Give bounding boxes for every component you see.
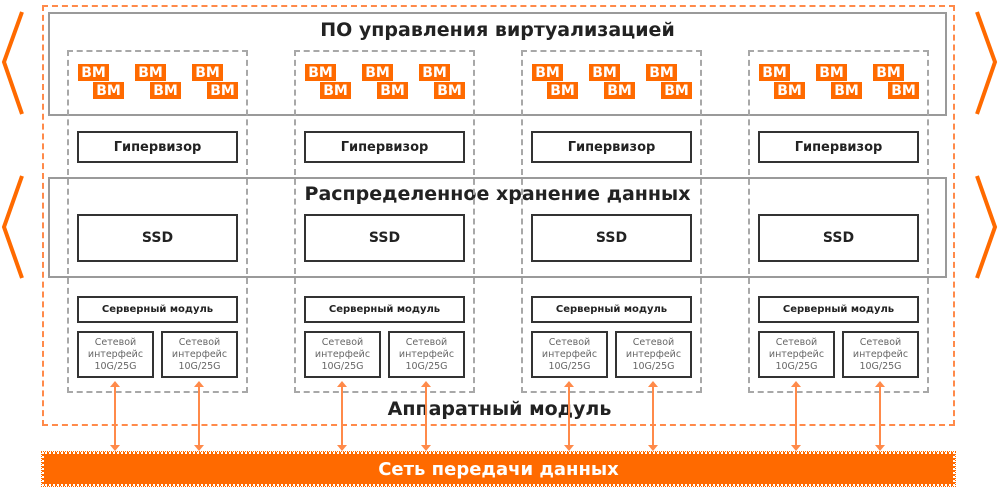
ssd-box: SSD <box>77 214 238 262</box>
bidirectional-arrow-icon <box>337 381 347 451</box>
vm-icon: ВМ <box>319 81 352 100</box>
nic-label-line: Сетевой <box>405 336 448 348</box>
chevron-right-icon <box>975 175 998 279</box>
server-module-box: Серверный модуль <box>77 296 238 323</box>
nic-label-line: интерфейс <box>314 348 371 360</box>
nic-label-line: интерфейс <box>625 348 682 360</box>
nic-label-line: интерфейс <box>398 348 455 360</box>
vm-icon: ВМ <box>645 63 678 82</box>
nic-label-line: 10G/25G <box>632 360 675 372</box>
vm-icon: ВМ <box>376 81 409 100</box>
chevron-left-icon <box>1 11 24 115</box>
nic-label-line: 10G/25G <box>775 360 818 372</box>
bidirectional-arrow-icon <box>791 381 801 451</box>
hypervisor-box: Гипервизор <box>531 131 692 163</box>
server-node <box>294 50 475 393</box>
bidirectional-arrow-icon <box>875 381 885 451</box>
nic-label-line: 10G/25G <box>94 360 137 372</box>
hypervisor-box: Гипервизор <box>304 131 465 163</box>
vm-icon: ВМ <box>872 63 905 82</box>
bidirectional-arrow-icon <box>194 381 204 451</box>
vm-icon: ВМ <box>758 63 791 82</box>
vm-icon: ВМ <box>361 63 394 82</box>
nic-label-line: интерфейс <box>768 348 825 360</box>
hardware-title: Аппаратный модуль <box>387 398 612 420</box>
vm-icon: ВМ <box>433 81 466 100</box>
vm-icon: ВМ <box>603 81 636 100</box>
vm-icon: ВМ <box>191 63 224 82</box>
server-module-box: Серверный модуль <box>758 296 919 323</box>
nic-label-line: Сетевой <box>178 336 221 348</box>
vm-icon: ВМ <box>134 63 167 82</box>
nic-label-line: 10G/25G <box>178 360 221 372</box>
vm-icon: ВМ <box>77 63 110 82</box>
storage-layer-title: Распределенное хранение данных <box>304 183 691 205</box>
vm-icon: ВМ <box>815 63 848 82</box>
bidirectional-arrow-icon <box>110 381 120 451</box>
server-node <box>521 50 702 393</box>
server-module-box: Серверный модуль <box>531 296 692 323</box>
nic-label-line: Сетевой <box>859 336 902 348</box>
virtualization-layer: ПО управления виртуализацией <box>48 12 947 116</box>
nic-label-line: 10G/25G <box>321 360 364 372</box>
hypervisor-box: Гипервизор <box>77 131 238 163</box>
server-module-box: Серверный модуль <box>304 296 465 323</box>
vm-icon: ВМ <box>418 63 451 82</box>
chevron-right-icon <box>975 11 998 115</box>
vm-icon: ВМ <box>531 63 564 82</box>
server-node <box>748 50 929 393</box>
vm-icon: ВМ <box>773 81 806 100</box>
vm-icon: ВМ <box>206 81 239 100</box>
nic-label-line: интерфейс <box>87 348 144 360</box>
vm-icon: ВМ <box>546 81 579 100</box>
vm-icon: ВМ <box>149 81 182 100</box>
nic-label-line: интерфейс <box>171 348 228 360</box>
nic-label-line: 10G/25G <box>405 360 448 372</box>
hypervisor-box: Гипервизор <box>758 131 919 163</box>
nic-label-line: 10G/25G <box>859 360 902 372</box>
nic-label-line: 10G/25G <box>548 360 591 372</box>
nic-label-line: Сетевой <box>632 336 675 348</box>
vm-icon: ВМ <box>588 63 621 82</box>
chevron-left-icon <box>1 175 24 279</box>
network-bar: Сеть передачи данных <box>41 451 956 487</box>
nic-label-line: интерфейс <box>852 348 909 360</box>
ssd-box: SSD <box>531 214 692 262</box>
ssd-box: SSD <box>304 214 465 262</box>
vm-icon: ВМ <box>830 81 863 100</box>
vm-icon: ВМ <box>660 81 693 100</box>
nic-label-line: интерфейс <box>541 348 598 360</box>
storage-layer: Распределенное хранение данных <box>48 177 947 278</box>
nic-label-line: Сетевой <box>548 336 591 348</box>
ssd-box: SSD <box>758 214 919 262</box>
nic-label-line: Сетевой <box>94 336 137 348</box>
bidirectional-arrow-icon <box>648 381 658 451</box>
virtualization-layer-title: ПО управления виртуализацией <box>320 19 675 41</box>
vm-icon: ВМ <box>92 81 125 100</box>
server-node <box>67 50 248 393</box>
nic-label-line: Сетевой <box>775 336 818 348</box>
bidirectional-arrow-icon <box>564 381 574 451</box>
bidirectional-arrow-icon <box>421 381 431 451</box>
vm-icon: ВМ <box>887 81 920 100</box>
nic-label-line: Сетевой <box>321 336 364 348</box>
hardware-boundary <box>42 5 955 426</box>
vm-icon: ВМ <box>304 63 337 82</box>
